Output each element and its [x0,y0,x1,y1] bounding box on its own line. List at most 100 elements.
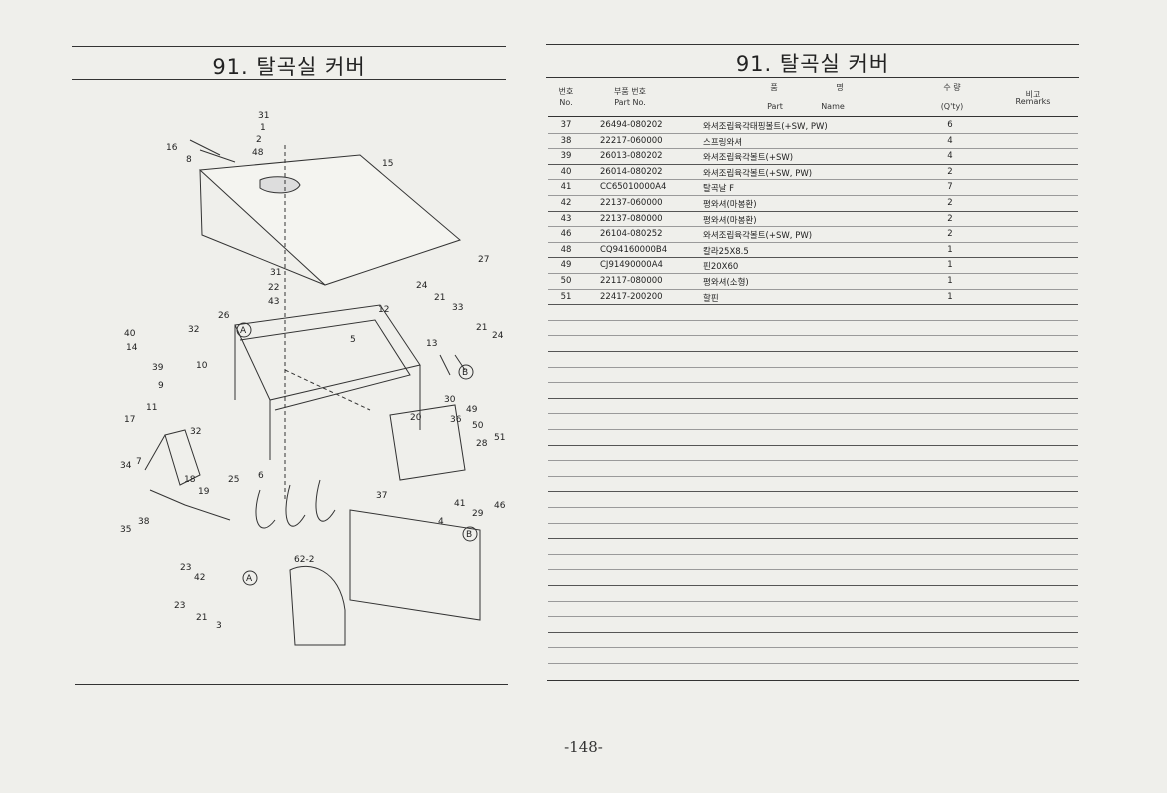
table-rule [548,569,1078,571]
callout-33: 33 [452,303,463,313]
row-quantity: 1 [947,276,953,286]
callout-31-top: 31 [258,111,269,121]
row-part-name: 와셔조립육각볼트(+SW, PW) [703,168,813,179]
callout-38: 38 [138,517,150,527]
callout-18: 18 [184,475,196,485]
table-rule [548,132,1078,134]
callout-11: 11 [146,403,157,413]
ref-a-bottom: A [246,574,253,584]
callout-4: 4 [438,517,444,527]
header-qty-en: (Q'ty) [940,102,964,111]
header-part-en: Part No. [614,98,646,107]
callout-10: 10 [196,361,208,371]
table-rule [548,366,1078,368]
callout-29: 29 [472,509,484,519]
header-remarks-en: Remarks [1015,97,1051,106]
callout-34: 34 [120,461,132,471]
table-row: 41 CC65010000A4 탈곡날 F 7 [548,179,1078,195]
header-name-en-1: Part [767,102,783,111]
callout-25: 25 [228,475,239,485]
table-rule [548,507,1078,508]
row-part-name: 탈곡날 F [703,184,735,195]
row-part-number: CQ94160000B4 [600,244,668,255]
row-part-number: 22137-080000 [600,213,663,224]
table-rule [548,148,1078,150]
callout-22: 22 [268,283,279,293]
callout-9-top: 9 [158,381,164,391]
row-number: 50 [560,276,572,286]
row-quantity: 1 [947,244,953,255]
row-part-name: 스프링와셔 [703,137,743,148]
row-part-name: 와셔조립육각태핑볼트(+SW, PW) [703,122,828,132]
right-bottom-rule [547,680,1079,681]
callout-37: 37 [376,491,387,501]
row-part-number: 22117-080000 [600,276,663,286]
callout-7: 7 [136,457,142,467]
right-title-rule-bottom [546,77,1079,78]
row-number: 49 [560,260,572,271]
row-number: 42 [560,198,572,208]
header-name-ko-1: 품 [770,83,778,92]
table-rule [548,600,1078,602]
callout-8: 8 [186,155,192,165]
callout-2: 2 [256,135,262,145]
ref-b-bottom: B [466,530,472,540]
row-part-name: 평와셔(마봉환) [703,200,757,210]
left-bottom-rule [75,684,508,685]
page-number: -148- [564,738,603,756]
callout-20: 20 [410,413,422,423]
ref-b-right: B [462,368,468,378]
callout-19: 19 [198,487,210,497]
table-rule [548,226,1078,228]
row-quantity: 7 [947,182,953,193]
table-rule [548,553,1078,555]
callout-24-top: 24 [416,281,428,291]
header-remarks-ko: 비고 [1025,90,1041,99]
callout-41: 41 [454,499,465,509]
row-part-number: 26014-080202 [600,166,663,177]
table-rule [548,257,1078,259]
row-quantity: 2 [947,198,953,208]
left-page-title: 91. 탈곡실 커버 [212,55,366,79]
callout-46: 46 [494,501,506,511]
callout-24-right: 24 [492,331,504,341]
table-rule [548,288,1078,290]
row-part-number: CJ91490000A4 [600,260,663,271]
row-part-number: 26013-080202 [600,151,663,162]
row-part-name: 칼라25X8.5 [703,246,749,257]
row-part-number: 22417-200200 [600,291,663,302]
row-number: 46 [560,229,572,240]
callout-42: 42 [194,573,205,583]
row-number: 38 [560,135,572,146]
callout-30: 30 [444,395,456,405]
row-part-name: 와셔조립육각볼트(+SW, PW) [703,231,813,242]
right-page-title: 91. 탈곡실 커버 [735,52,890,76]
callout-49: 49 [466,405,478,415]
row-number: 43 [560,213,572,224]
row-number: 37 [560,120,572,130]
row-part-number: CC65010000A4 [600,182,667,193]
row-quantity: 2 [947,213,953,224]
callout-16: 16 [166,143,178,153]
callout-6: 6 [258,471,264,481]
table-rule [548,647,1078,649]
callout-35: 35 [120,525,131,535]
row-number: 41 [560,182,572,193]
table-rule [548,319,1078,321]
callout-15: 15 [382,159,393,169]
callout-31-mid: 31 [270,268,281,278]
header-no-ko: 번호 [558,87,574,96]
row-part-name: 할핀 [703,293,719,304]
exploded-parts-diagram: 31 1 2 48 16 8 15 27 31 22 43 24 21 33 1… [120,111,506,646]
callout-51: 51 [494,433,505,443]
table-rule [548,429,1078,430]
